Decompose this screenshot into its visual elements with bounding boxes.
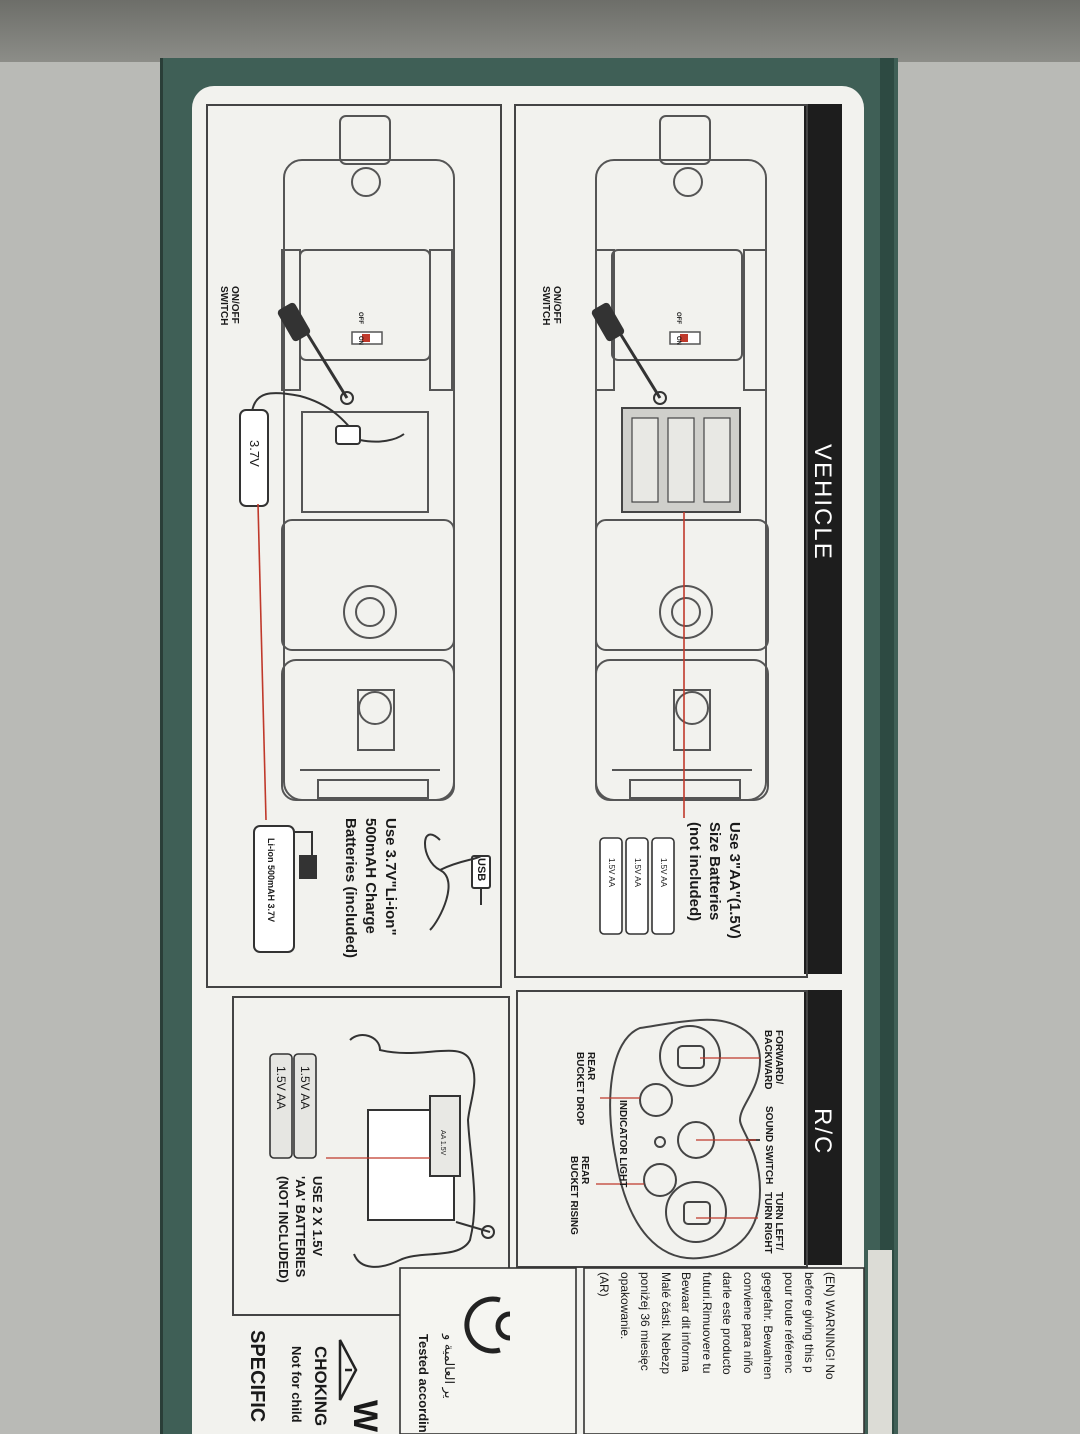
li-ion-chassis-drawing: [281, 115, 455, 801]
label-turn: TURN LEFT/ TURN RIGHT: [762, 1192, 784, 1254]
li-ion-switch-detail: [277, 302, 383, 405]
vehicle-header-bar: VEHICLE: [804, 104, 842, 974]
label-forward-backward: FORWARD/ BACKWARD: [762, 1030, 784, 1090]
remote-controller-drawing: [609, 1018, 762, 1260]
li-ion-vehicle-frame: [206, 104, 502, 988]
li-ion-switch-label: ON/OFF SWITCH: [218, 286, 240, 326]
li-ion-battery-wire: [239, 392, 405, 507]
label-sound-switch: SOUND SWITCH: [763, 1106, 774, 1185]
rc-header-bar: R/C: [804, 990, 842, 1265]
aa-cell-2: 1.5V AA: [633, 858, 642, 887]
bottom-tested-box: [399, 1267, 577, 1434]
aa-switch-off: OFF: [675, 312, 681, 324]
li-ion-red-guide: [257, 503, 267, 821]
aa-cell-3: 1.5V AA: [659, 858, 668, 887]
remote-battery-frame: [232, 996, 510, 1316]
remote-battery-caption: USE 2 X 1.5V 'AA' BATTERIES (NOT INCLUDE…: [276, 1176, 325, 1283]
li-ion-switch-on: ON: [357, 336, 363, 345]
remote-callout-lines: [596, 1057, 760, 1219]
box-band: [868, 1250, 892, 1434]
remote-frame: [516, 990, 808, 1268]
specifications-heading: SPECIFIC: [246, 1330, 268, 1423]
aa-switch-detail: [591, 302, 701, 405]
aa-switch-on: ON: [675, 336, 681, 345]
aa-caption: Use 3"AA"(1.5V) Size Batteries (not incl…: [686, 822, 743, 939]
choking-text: CHOKING: [311, 1346, 330, 1427]
remote-cell-2: 1.5V AA: [298, 1066, 312, 1110]
li-ion-pack-drawing: [253, 825, 317, 953]
aa-vehicle-frame: [514, 104, 808, 978]
certification-logo-icon: [464, 1296, 511, 1354]
warning-w-letter: W: [346, 1400, 384, 1433]
warning-triangle-icon: [338, 1339, 358, 1401]
aa-cell-1: 1.5V AA: [607, 858, 616, 887]
li-ion-pack-label: Li-ion 500mAH 3.7V: [266, 838, 276, 923]
warning-text: (EN) WARNING! No before giving this p po…: [597, 1272, 838, 1380]
label-rear-bucket-drop: REAR BUCKET DROP: [574, 1052, 596, 1126]
box-side-edge: [880, 58, 894, 1434]
aa-switch-label: ON/OFF SWITCH: [540, 286, 562, 326]
remote-cell-1: 1.5V AA: [274, 1066, 288, 1110]
aa-battery-tray-drawing: [621, 407, 741, 513]
box-top-edge: [0, 0, 1080, 62]
aa-chassis-drawing: [595, 115, 769, 801]
li-ion-switch-off: OFF: [357, 312, 363, 324]
label-rear-bucket-rising: REAR BUCKET RISING: [568, 1156, 590, 1235]
arabic-text: ير العالمية و: [442, 1334, 457, 1399]
remote-compartment-label: AA 1.5V: [439, 1130, 446, 1156]
tested-text: Tested accordin: [416, 1334, 431, 1433]
li-ion-caption: Use 3.7V"Li-ion" 500mAH Charge Batteries…: [342, 818, 399, 959]
remote-back-drawing: [349, 1034, 495, 1268]
instruction-panel: [192, 86, 864, 1434]
aa-loose-batteries: [599, 837, 675, 935]
usb-cable-drawing: [424, 833, 491, 931]
li-ion-battery-label: 3.7V: [247, 440, 262, 467]
bottom-warning-box: [583, 1267, 865, 1434]
not-for-children-text: Not for child: [289, 1346, 304, 1423]
usb-label: USB: [475, 858, 487, 882]
label-indicator-light: INDICATOR LIGHT: [617, 1100, 628, 1188]
remote-batteries-drawing: [269, 1053, 317, 1159]
